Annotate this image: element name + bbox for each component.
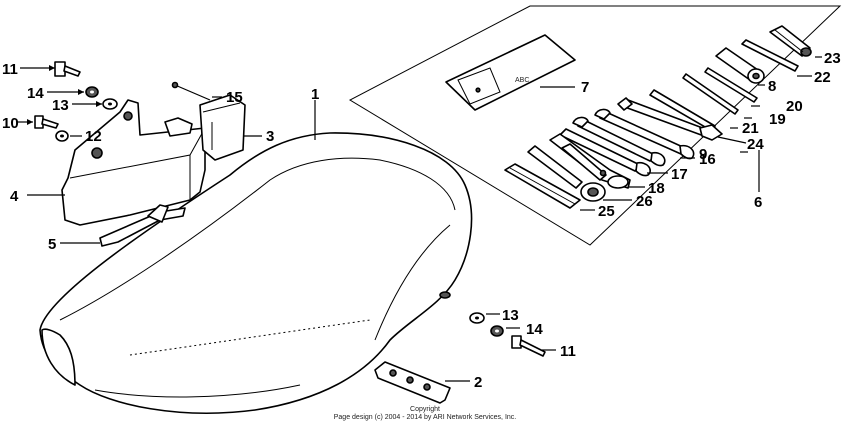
copyright-line-1: Copyright — [410, 406, 440, 413]
tool-bag-print: ABC — [515, 77, 529, 84]
callout-6: 6 — [754, 194, 762, 211]
callout-25: 25 — [598, 203, 615, 220]
callout-14-left: 14 — [27, 85, 44, 102]
callout-23: 23 — [824, 50, 841, 67]
callout-16: 16 — [699, 151, 716, 168]
washer-13-left — [102, 98, 118, 110]
tool-bag: ABC — [445, 34, 576, 111]
callout-20: 20 — [786, 98, 803, 115]
strap — [99, 204, 186, 247]
callout-11-right: 11 — [560, 343, 576, 360]
callout-22: 22 — [814, 69, 831, 86]
wrench-17 — [559, 128, 652, 177]
callouts: 1 2 3 4 5 6 7 8 9 10 11 11 12 13 13 14 1… — [2, 50, 841, 391]
callout-21: 21 — [742, 120, 759, 137]
nut-12 — [55, 130, 69, 142]
wrench-9 — [594, 108, 695, 160]
handle-bar — [649, 89, 716, 132]
wrench-24 — [617, 97, 723, 141]
tool-case — [61, 99, 206, 226]
callout-4: 4 — [10, 188, 19, 205]
callout-17: 17 — [671, 166, 688, 183]
callout-24: 24 — [747, 136, 764, 153]
callout-19: 19 — [769, 111, 786, 128]
screwdriver-grip — [769, 25, 812, 57]
seat-bracket — [374, 361, 451, 404]
tool-pouch-25 — [504, 163, 581, 209]
callout-26: 26 — [636, 193, 653, 210]
washer-14-left — [85, 86, 99, 98]
screwdriver-shaft — [741, 39, 799, 72]
callout-8: 8 — [768, 78, 776, 95]
screwdriver-blade — [682, 73, 739, 115]
callout-1: 1 — [311, 86, 319, 103]
callout-18: 18 — [648, 180, 665, 197]
callout-13-right: 13 — [502, 307, 519, 324]
bolt-10 — [34, 115, 59, 129]
ring-wrench-26 — [527, 145, 606, 202]
pin-rod — [171, 81, 211, 101]
seat-assembly — [39, 132, 473, 414]
callout-14-right: 14 — [526, 321, 543, 338]
callout-3: 3 — [266, 128, 274, 145]
callout-15: 15 — [226, 89, 243, 106]
callout-10: 10 — [2, 115, 19, 132]
callout-11-left: 11 — [2, 61, 18, 78]
plug-wrench — [715, 47, 765, 84]
wrench-16 — [572, 116, 666, 167]
leader-lines — [18, 56, 822, 382]
callout-5: 5 — [48, 236, 56, 253]
extension-bar — [704, 67, 758, 103]
tool-kit-panel — [348, 5, 842, 246]
callout-13-left: 13 — [52, 97, 69, 114]
washer-13-right — [469, 312, 485, 324]
washer-14-right — [490, 325, 504, 337]
callout-2: 2 — [474, 374, 482, 391]
bolt-11-right — [511, 335, 546, 357]
pliers — [549, 133, 631, 189]
bolt-11-left — [54, 61, 81, 77]
copyright-line-2: Page design (c) 2004 - 2014 by ARI Netwo… — [334, 414, 517, 421]
callout-12: 12 — [85, 128, 102, 145]
side-cover — [199, 94, 246, 161]
callout-7: 7 — [581, 79, 589, 96]
callout-9: 9 — [699, 146, 707, 163]
